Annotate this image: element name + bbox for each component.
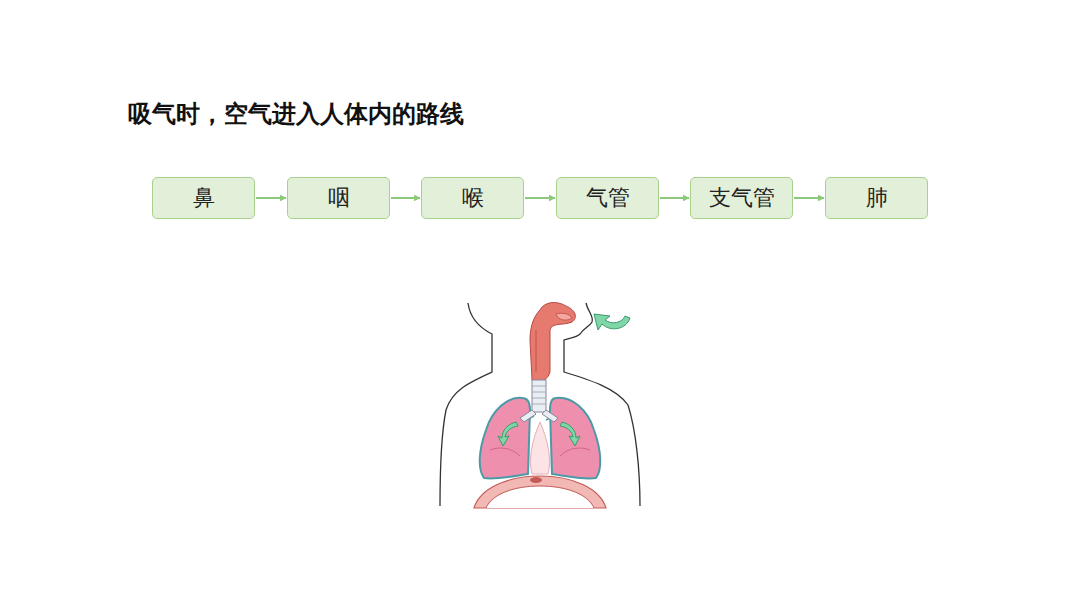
diaphragm-inner <box>486 486 594 508</box>
airflow-arrows <box>498 314 630 446</box>
flow-arrow <box>794 197 824 199</box>
diagram-title: 吸气时，空气进入人体内的路线 <box>128 98 464 130</box>
flow-arrow <box>391 197 420 199</box>
mediastinum <box>530 422 549 474</box>
box-label: 支气管 <box>709 183 775 213</box>
process-box: 气管 <box>556 177 659 219</box>
flow-arrow <box>256 197 286 199</box>
process-box: 鼻 <box>152 177 255 219</box>
process-box: 喉 <box>421 177 524 219</box>
upper-airway <box>530 303 575 382</box>
box-label: 喉 <box>462 183 484 213</box>
box-label: 肺 <box>866 183 888 213</box>
process-box: 支气管 <box>690 177 793 219</box>
process-box: 咽 <box>287 177 390 219</box>
esophagus-opening <box>530 477 542 483</box>
box-label: 气管 <box>586 183 630 213</box>
process-box: 肺 <box>825 177 928 219</box>
box-label: 咽 <box>328 183 350 213</box>
box-label: 鼻 <box>193 183 215 213</box>
diaphragm <box>474 476 606 508</box>
flow-arrow <box>525 197 555 199</box>
flow-arrow <box>660 197 689 199</box>
trachea <box>520 380 558 422</box>
